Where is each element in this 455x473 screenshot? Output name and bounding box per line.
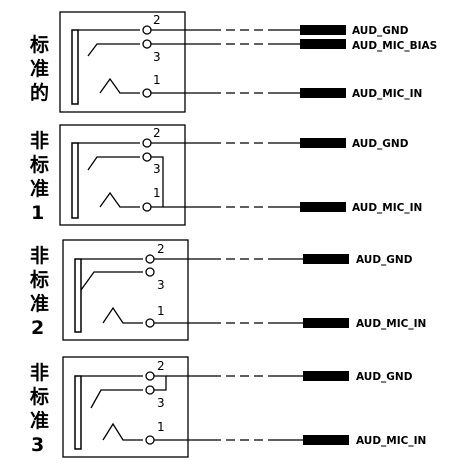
connector-block [303,371,349,381]
pin-number: 3 [157,396,165,410]
pin-2-terminal [142,138,152,148]
pin-3-terminal [142,152,152,162]
section-label-line: 标 [30,269,49,291]
pin-3-terminal [142,39,152,49]
connector-block [300,25,346,35]
pin-2-terminal [145,254,155,264]
jack-sleeve-contact [74,375,82,450]
contact-1-spring [99,191,140,208]
contact-3-spring [90,389,143,409]
connector-block [303,318,349,328]
pin-2-terminal [145,371,155,381]
section-label-line: 非 [30,245,49,267]
section-label-line: 1 [31,202,44,224]
pin-1-terminal [145,318,155,328]
pin-number: 3 [153,50,161,64]
contact-3-spring [80,271,143,291]
pin-number: 2 [153,13,161,27]
signal-label-mic-bias: AUD_MIC_BIAS [352,40,437,52]
short-2-to-3 [154,375,167,391]
section-label-line: 2 [31,317,44,339]
connector-block [300,202,346,212]
pin-number: 2 [157,242,165,256]
connector-block [303,435,349,445]
section-label-line: 非 [30,362,49,384]
section-label-line: 非 [30,130,49,152]
section-label-line: 标 [30,386,49,408]
pin-number: 2 [157,359,165,373]
jack-body-outline [62,356,189,458]
section-label-line: 标 [30,34,49,56]
jack-body-outline [59,11,186,113]
jack-body-outline [59,124,186,226]
section-nonstandard-2: 非 标 准 2 2 3 1 AUD_GND AUD_MIC_IN [30,239,426,341]
signal-label-mic-in: AUD_MIC_IN [352,202,422,214]
signal-label-gnd: AUD_GND [356,254,413,266]
signal-label-gnd: AUD_GND [356,371,413,383]
jack-sleeve-contact [74,258,82,333]
section-label-line: 标 [30,154,49,176]
signal-label-mic-in: AUD_MIC_IN [356,318,426,330]
pin-number: 1 [157,304,165,318]
section-label-line: 准 [30,58,49,80]
pin-number: 1 [153,73,161,87]
section-label-line: 3 [31,434,44,456]
section-label-line: 准 [30,293,49,315]
wire-break-gaps [212,20,272,460]
pin-number: 1 [153,186,161,200]
connector-block [300,39,346,49]
pin-3-terminal [145,267,155,277]
contact-1-spring [99,77,140,94]
contact-3-spring [87,43,140,57]
section-label-line: 准 [30,178,49,200]
connector-block [300,88,346,98]
pin-number: 1 [157,420,165,434]
section-label-line: 的 [30,81,49,104]
pin-1-terminal [145,435,155,445]
connector-block [300,138,346,148]
section-nonstandard-1: 非 标 准 1 2 3 1 AUD_GND AUD_MIC_IN [30,124,422,226]
section-label-line: 准 [30,410,49,432]
pin-2-terminal [142,25,152,35]
jack-sleeve-contact [71,29,79,105]
jack-sleeve-contact [71,142,79,219]
pin-number: 3 [153,162,161,176]
section-nonstandard-3: 非 标 准 3 2 3 1 AUD_GND AUD_MIC_IN [30,356,426,458]
pin-number: 2 [153,126,161,140]
contact-1-spring [102,306,143,324]
jack-body-outline [62,239,189,341]
contact-3-spring [87,156,140,171]
pin-1-terminal [142,88,152,98]
signal-label-gnd: AUD_GND [352,25,409,37]
short-3-to-1 [151,156,164,208]
contact-1-spring [102,422,143,441]
signal-label-mic-in: AUD_MIC_IN [356,435,426,447]
pin-3-terminal [145,385,155,395]
connector-block [303,254,349,264]
pin-1-terminal [142,202,152,212]
pin-number: 3 [157,278,165,292]
signal-label-gnd: AUD_GND [352,138,409,150]
signal-label-mic-in: AUD_MIC_IN [352,88,422,100]
